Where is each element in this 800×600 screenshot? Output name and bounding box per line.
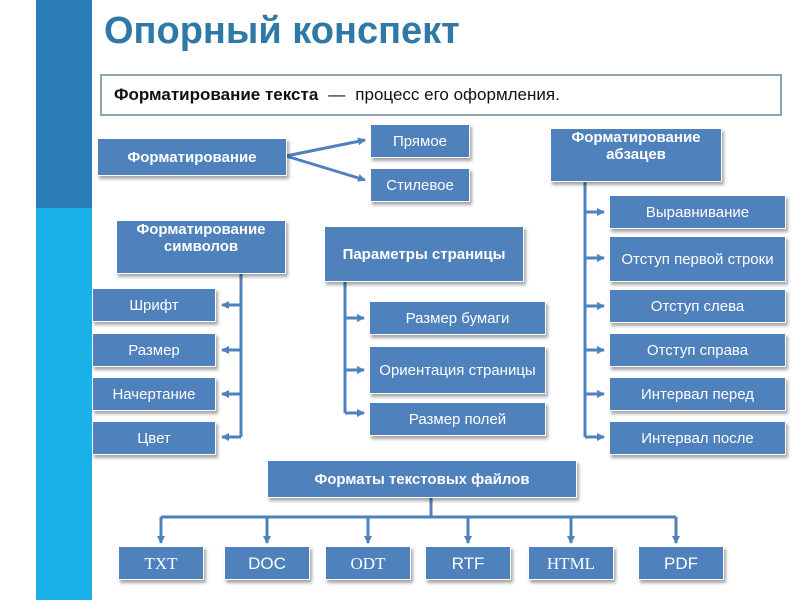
node-html: HTML	[528, 546, 614, 580]
page-title: Опорный конспект	[104, 10, 460, 52]
node-formatting: Форматирование	[97, 138, 287, 176]
node-para-formatting: Форматирование абзацев	[550, 128, 722, 182]
sidebar-accent-dark	[36, 0, 92, 208]
node-txt: TXT	[118, 546, 204, 580]
node-paper-size: Размер бумаги	[369, 301, 546, 335]
definition-dash: —	[328, 85, 346, 104]
arrow-to-style	[285, 154, 366, 182]
node-doc: DOC	[224, 546, 310, 580]
node-page-params: Параметры страницы	[324, 226, 524, 282]
node-left-indent: Отступ слева	[609, 289, 786, 323]
node-file-formats: Форматы текстовых файлов	[267, 460, 577, 498]
node-space-after: Интервал после	[609, 421, 786, 455]
node-typeface: Начертание	[92, 377, 216, 411]
node-font: Шрифт	[92, 288, 216, 322]
node-color: Цвет	[92, 421, 216, 455]
node-margins: Размер полей	[369, 402, 546, 436]
node-pdf: PDF	[638, 546, 724, 580]
node-orientation: Ориентация страницы	[369, 346, 546, 394]
node-first-indent: Отступ первой строки	[609, 236, 786, 282]
node-style: Стилевое	[370, 168, 470, 202]
node-space-before: Интервал перед	[609, 377, 786, 411]
node-odt: ODT	[325, 546, 411, 580]
node-right-indent: Отступ справа	[609, 333, 786, 367]
node-char-formatting: Форматирование символов	[116, 220, 286, 274]
sidebar-accent-light	[36, 208, 92, 600]
definition-text: процесс его оформления.	[355, 85, 560, 104]
definition-box: Форматирование текста — процесс его офор…	[100, 74, 782, 116]
node-align: Выравнивание	[609, 195, 786, 229]
node-direct: Прямое	[370, 124, 470, 158]
node-size: Размер	[92, 333, 216, 367]
node-rtf: RTF	[425, 546, 511, 580]
arrow-to-direct	[285, 137, 366, 158]
definition-term: Форматирование текста	[114, 85, 319, 104]
